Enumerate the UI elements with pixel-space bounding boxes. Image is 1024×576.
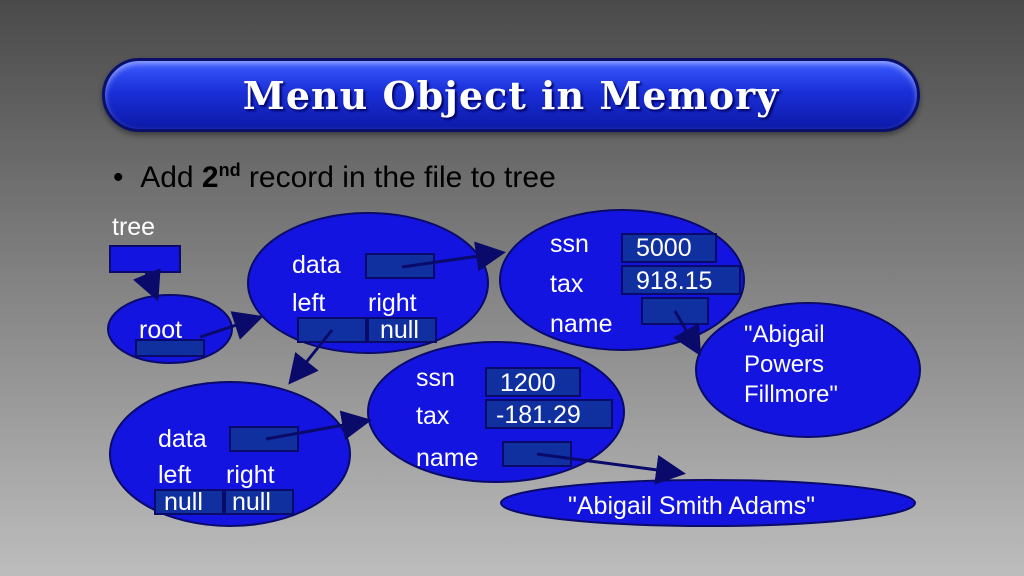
record-bottom-ssn-label: ssn [416,364,455,392]
top-node-right-label: right [368,289,417,317]
record-bottom-ssn-box [485,367,581,397]
record-top-tax-label: tax [550,270,584,298]
top-node-data-box [365,253,435,279]
record-bottom-tax-box [485,399,613,429]
adams-string: "Abigail Smith Adams" [568,492,816,520]
left-node-right-label: right [226,461,275,489]
string-node-fillmore [695,302,921,438]
left-node-data-label: data [158,425,207,453]
record-top-name-label: name [550,310,613,338]
arrow-top-left-to-left-node [288,329,334,385]
top-node-data-label: data [292,251,341,279]
record-top-tax-box [621,265,741,295]
fillmore-line-1: "Abigail [744,321,825,348]
record-top-ssn-label: ssn [550,230,589,258]
tree-ref-box [109,245,181,273]
left-node-right-box [224,489,294,515]
record-bottom-tax-value: -181.29 [496,401,581,429]
left-node-left-label: left [158,461,192,489]
arrow-left-data-to-record [265,410,372,441]
bullet-rest: record in the file to tree [240,161,556,194]
root-label: root [139,316,183,344]
bullet-dot: • [113,161,141,194]
arrow-top-data-to-record [401,241,506,272]
arrow-record-name-to-adams [536,452,686,485]
string-node-adams [500,479,916,527]
record-bottom-name-label: name [416,444,479,472]
left-node-left-box [154,489,224,515]
bullet-text: • Add 2nd record in the file to tree [113,160,556,195]
left-node-data-box [229,426,299,452]
top-node-right-null: null [380,316,419,344]
record-bottom-tax-label: tax [416,402,450,430]
record-top-ssn-box [621,233,717,263]
top-node-right-box [367,317,437,343]
fillmore-line-3: Fillmore" [744,381,838,408]
left-node-right-null: null [232,488,271,516]
bullet-ordinal: 2 [201,161,219,194]
bullet-ordinal-suffix: nd [218,160,241,180]
arrow-tree-to-root [132,268,161,302]
title-bar: Menu Object in Memory [102,58,920,132]
arrow-root-to-top-node [199,311,264,340]
root-ref-box [135,339,205,357]
arrow-record-name-to-fillmore [673,310,701,357]
page-title: Menu Object in Memory [242,72,780,118]
fillmore-line-2: Powers [744,351,825,378]
tree-label: tree [112,213,156,241]
bullet-prefix: Add [140,161,202,194]
record-bottom-ssn-value: 1200 [500,369,556,397]
fillmore-string: "Abigail Powers Fillmore" [744,320,838,410]
top-node-left-label: left [292,289,326,317]
left-node-left-null: null [164,488,203,516]
record-top-ssn-value: 5000 [636,234,692,262]
record-top-tax-value: 918.15 [636,267,713,295]
